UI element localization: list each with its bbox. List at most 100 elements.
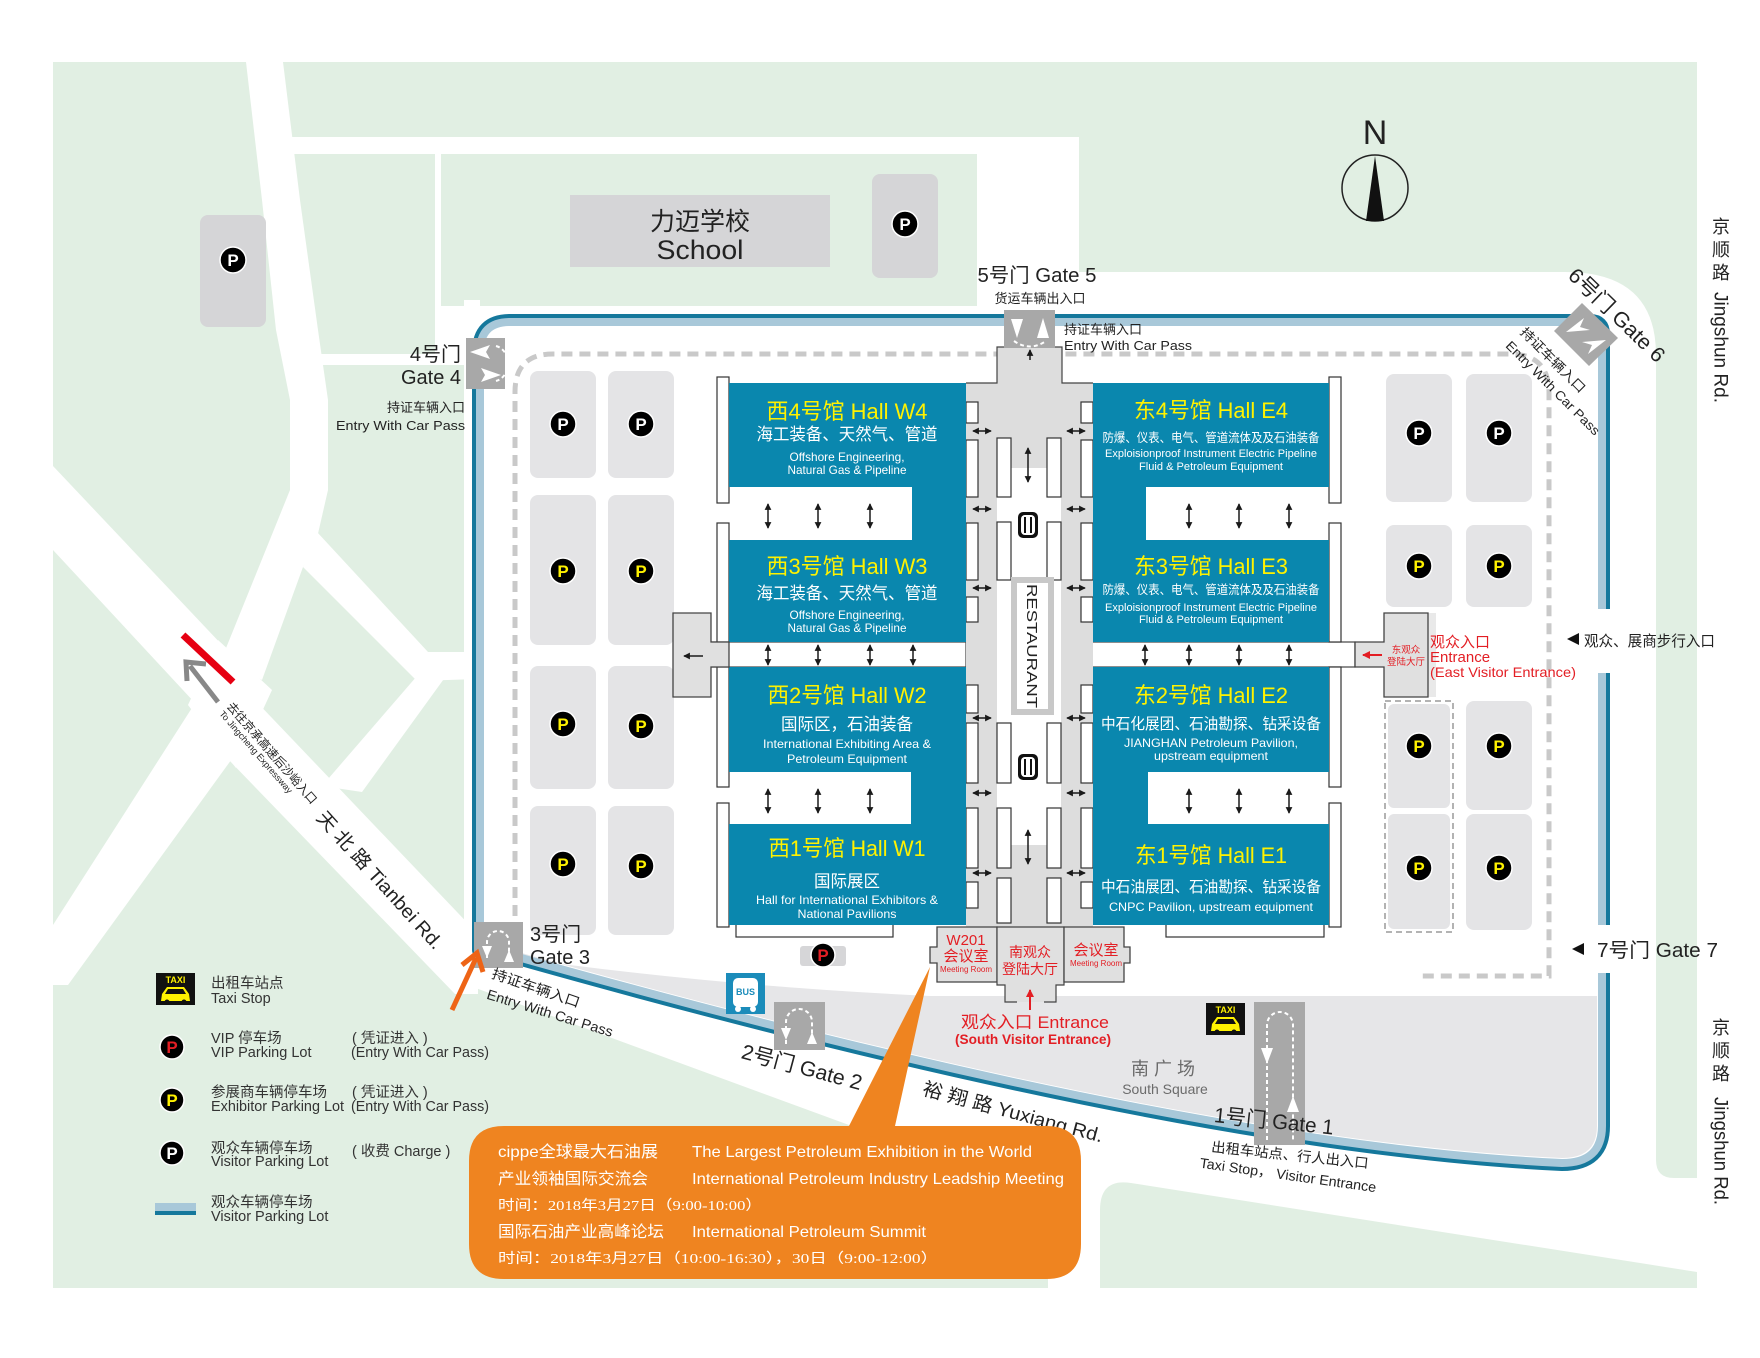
wall	[996, 722, 1012, 784]
wall	[1080, 722, 1094, 784]
event-callout-box	[469, 967, 1081, 1279]
hall-e3	[1093, 540, 1329, 642]
hall-title: 东3号馆 Hall E3	[1134, 554, 1288, 579]
wall	[996, 807, 1012, 869]
pedestrian-entrance-pointer-icon	[1567, 633, 1579, 645]
hall-description: International Exhibiting Area &	[763, 737, 931, 751]
south-entrance-label: 观众入口 Entrance	[961, 1013, 1109, 1032]
parking-pin-letter: P	[1493, 859, 1504, 878]
parking-pin-letter: P	[1413, 424, 1424, 443]
wall	[1046, 437, 1062, 498]
parking-pin-circle	[549, 850, 577, 878]
parking-pin: P	[627, 852, 655, 880]
event-row-zh: 国际石油产业高峰论坛	[498, 1223, 664, 1241]
hall-description: Fluid & Petroleum Equipment	[1139, 461, 1283, 473]
hall-subtitle: 国际展区	[814, 872, 880, 891]
road-closure-bar	[180, 632, 236, 685]
wall	[1046, 722, 1062, 784]
wall	[1328, 666, 1342, 788]
wall	[965, 596, 979, 623]
event-row-en: International Petroleum Industry Leadshi…	[692, 1171, 1064, 1188]
legend-note-en: (Entry With Car Pass)	[351, 1099, 489, 1115]
legend-note: ( 收费 Charge )	[352, 1143, 450, 1160]
wall	[965, 722, 979, 784]
parking-pin-letter: P	[1413, 557, 1424, 576]
event-row-zh: cippe全球最大石油展	[498, 1143, 658, 1161]
event-row-time: 时间：2018年3月27日（9:00-10:00）	[498, 1198, 762, 1214]
parking-pin-letter: P	[1493, 557, 1504, 576]
fork-knife-icon	[1018, 754, 1038, 780]
gate-5-note: 货运车辆出入口	[994, 291, 1085, 306]
taxi-icon: TAXI	[156, 973, 195, 1005]
parking-pin-circle	[1405, 419, 1433, 447]
hall-w4-w3-link	[912, 486, 966, 541]
parking-pin: P	[549, 710, 577, 738]
hall-subtitle: 中石化展团、石油勘探、钻采设备	[1101, 715, 1321, 733]
hall-title: 西3号馆 Hall W3	[767, 554, 928, 579]
wall	[996, 877, 1012, 924]
gate-5-entry-en: Entry With Car Pass	[1064, 338, 1193, 353]
west-lobby	[672, 612, 730, 698]
parking-pin-circle	[1485, 732, 1513, 760]
gate-7-gap	[1592, 925, 1614, 973]
hall-description: Natural Gas & Pipeline	[788, 621, 907, 635]
wall	[1328, 522, 1342, 643]
hall-e4-e3-link	[1093, 486, 1146, 541]
legend-label-zh: 观众车辆停车场	[211, 1140, 313, 1157]
gate-2-marker	[774, 1002, 825, 1050]
meeting-room-zh: 会议室	[943, 948, 988, 965]
road-label-jingshun-en: Jingshun Rd.	[1710, 292, 1731, 403]
hall-description: Exploisionproof Instrument Electric Pipe…	[1105, 602, 1317, 614]
taxi-icon: TAXI	[1206, 1003, 1245, 1035]
gate-4-label-en: Gate 4	[401, 367, 461, 389]
legend-note-en: (Entry With Car Pass)	[351, 1045, 489, 1061]
hall-title: 东2号馆 Hall E2	[1134, 683, 1288, 708]
event-row-zh: 产业领袖国际交流会	[498, 1170, 648, 1188]
parking-pin-circle	[549, 710, 577, 738]
east-lobby	[1354, 612, 1429, 698]
parking-pin: P	[1485, 552, 1513, 580]
inner-service-road	[512, 351, 1552, 979]
wall	[735, 922, 894, 938]
event-row-en: International Petroleum Summit	[692, 1224, 927, 1241]
parking-pin-letter: P	[557, 715, 568, 734]
wall	[1080, 439, 1094, 498]
legend-label-en: Visitor Parking Lot	[211, 1209, 328, 1225]
hall-w2	[729, 667, 966, 772]
south-lobby-label: 登陆大厅	[1002, 961, 1058, 977]
parking-pin-circle	[549, 410, 577, 438]
wall	[1080, 522, 1094, 581]
parking-pin-letter: P	[1493, 737, 1504, 756]
parking-pin-letter: P	[227, 251, 238, 270]
parking-pin-circle	[1405, 854, 1433, 882]
school-fence-line	[435, 154, 441, 314]
south-lobby-outline	[996, 926, 1065, 1003]
gate-1-marker	[1254, 1002, 1305, 1145]
legend-label-en: Visitor Parking Lot	[211, 1154, 328, 1170]
gate-5-label: 5号门 Gate 5	[978, 264, 1097, 287]
gate-5-marker	[1004, 310, 1055, 348]
parking-pin: P	[627, 712, 655, 740]
parking-pin-letter: P	[557, 562, 568, 581]
east-lobby-label: 登陆大厅	[1387, 656, 1426, 668]
parking-pin: P	[810, 942, 836, 968]
event-row-time: 时间：2018年3月27日（10:00-16:30），30日（9:00-12:0…	[498, 1251, 938, 1267]
east-lobby-strip	[1428, 613, 1436, 697]
parking-pin-circle	[891, 210, 919, 238]
legend-label-zh: 参展商车辆停车场	[211, 1084, 327, 1101]
wall	[1046, 521, 1062, 581]
parking-pin-letter: P	[1413, 859, 1424, 878]
legend-label-en: Taxi Stop	[211, 991, 271, 1007]
event-callout: cippe全球最大石油展 The Largest Petroleum Exhib…	[469, 967, 1081, 1279]
parking-pin: P	[549, 557, 577, 585]
hall-description: Petroleum Equipment	[787, 752, 908, 766]
north-compass: N	[1341, 114, 1409, 222]
south-entrance-label-en: (South Visitor Entrance)	[955, 1031, 1111, 1047]
pedestrian-entrance-label: 观众、展商步行入口	[1584, 633, 1715, 650]
parking-pin-circle	[627, 410, 655, 438]
wall	[965, 522, 979, 581]
wall	[1080, 596, 1094, 623]
wall	[996, 521, 1012, 581]
east-entrance-gap	[1592, 609, 1614, 673]
parking-pin: P	[1485, 732, 1513, 760]
